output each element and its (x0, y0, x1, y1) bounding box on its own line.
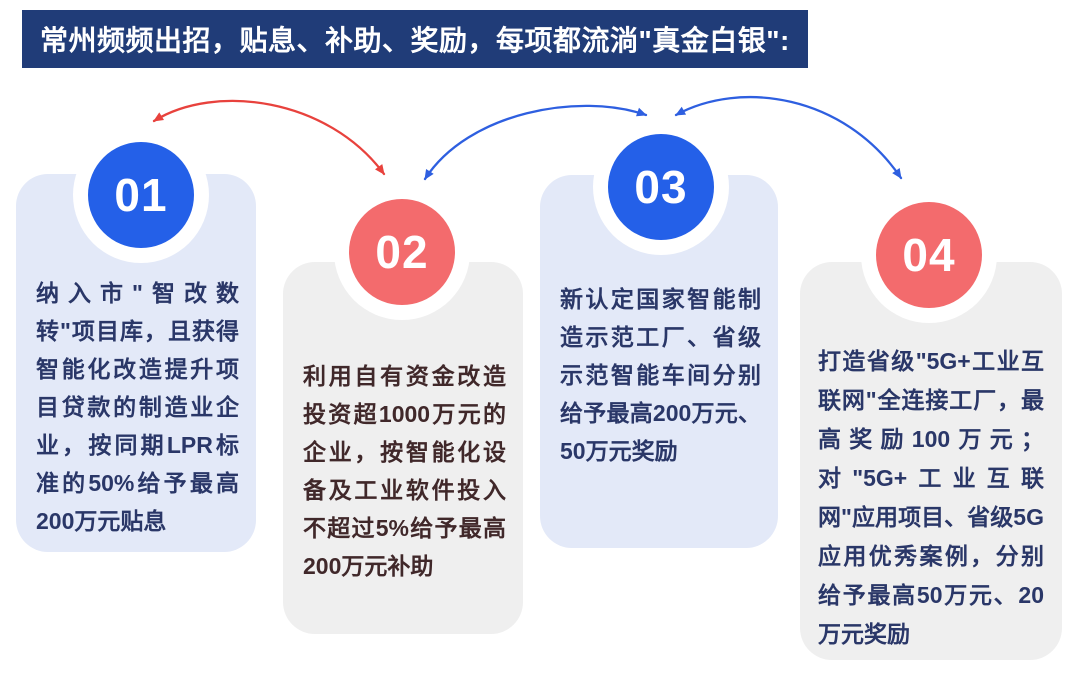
step-number: 03 (634, 161, 688, 213)
card-01: 01 纳入市"智改数转"项目库，且获得智能化改造提升项目贷款的制造业企业，按同期… (16, 127, 256, 552)
step-badge-04: 04 (876, 202, 982, 308)
header-title: 常州频频出招，贴息、补助、奖励，每项都流淌"真金白银": (40, 25, 790, 56)
card-text: 新认定国家智能制造示范工厂、省级示范智能车间分别给予最高200万元、50万元奖励 (560, 286, 761, 464)
card-04: 04 打造省级"5G+工业互联网"全连接工厂，最高奖励100万元；对"5G+工业… (800, 187, 1062, 660)
card-03: 03 新认定国家智能制造示范工厂、省级示范智能车间分别给予最高200万元、50万… (540, 119, 778, 548)
card-text: 纳入市"智改数转"项目库，且获得智能化改造提升项目贷款的制造业企业，按同期LPR… (36, 280, 239, 534)
step-badge-01: 01 (88, 142, 194, 248)
card-text: 利用自有资金改造投资超1000万元的企业，按智能化设备及工业软件投入不超过5%给… (303, 363, 506, 579)
card-text: 打造省级"5G+工业互联网"全连接工厂，最高奖励100万元；对"5G+工业互联网… (818, 348, 1044, 647)
header-banner: 常州频频出招，贴息、补助、奖励，每项都流淌"真金白银": (22, 10, 808, 68)
step-badge-03: 03 (608, 134, 714, 240)
step-number: 01 (114, 169, 168, 221)
card-02: 02 利用自有资金改造投资超1000万元的企业，按智能化设备及工业软件投入不超过… (283, 184, 523, 634)
step-number: 04 (902, 229, 956, 281)
step-badge-02: 02 (349, 199, 455, 305)
step-number: 02 (375, 226, 429, 278)
